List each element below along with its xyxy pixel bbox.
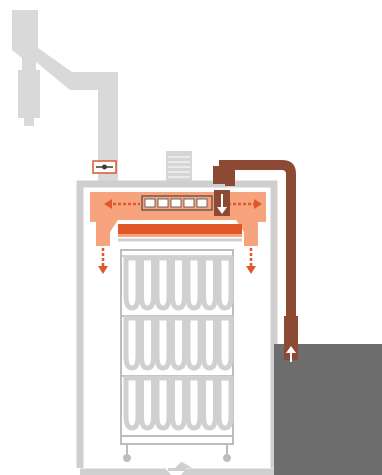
fresh-air-intake-duct xyxy=(213,160,296,316)
sausage-loop xyxy=(123,375,141,431)
sausage-loop xyxy=(185,375,203,431)
sausage-loop xyxy=(139,315,156,371)
sausage-loop xyxy=(139,375,156,431)
sausage-loop xyxy=(123,315,141,371)
sausage-loop xyxy=(201,255,218,311)
sausage-trolley xyxy=(120,249,234,462)
sausage-loop xyxy=(185,255,203,311)
sausage-loop xyxy=(185,315,203,371)
fan-motor xyxy=(166,151,192,183)
sausage-loop xyxy=(216,255,234,311)
sausage-loop xyxy=(216,375,234,431)
sausage-loop xyxy=(201,375,218,431)
sausage-loop xyxy=(154,375,172,431)
sausage-loop xyxy=(139,255,156,311)
damper-valve xyxy=(92,160,117,174)
air-circulation-manifold xyxy=(90,192,266,274)
sausage-loop xyxy=(123,255,141,311)
trolley-wheel xyxy=(223,454,231,462)
sausage-loop xyxy=(170,255,187,311)
trolley-wheel xyxy=(123,454,131,462)
sausage-loop xyxy=(216,315,234,371)
smoke-generator-unit xyxy=(274,316,382,475)
oven-chamber xyxy=(76,180,278,475)
sausage-loop xyxy=(201,315,218,371)
sausage-loop xyxy=(154,315,172,371)
exhaust-duct-left xyxy=(12,10,118,186)
floor-drain xyxy=(168,468,186,471)
sausage-loop xyxy=(170,375,187,431)
sausage-loop xyxy=(154,255,172,311)
sausage-loop xyxy=(170,315,187,371)
